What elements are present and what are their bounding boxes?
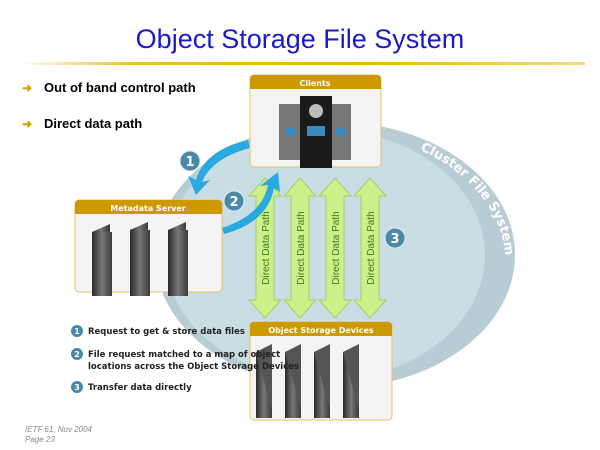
storage-device-icon xyxy=(314,344,330,418)
data-path-arrows: Direct Data Path Direct Data Path Direct… xyxy=(247,177,388,319)
svg-text:Clients: Clients xyxy=(299,79,330,88)
storage-device-icon xyxy=(256,344,272,418)
data-path-arrow: Direct Data Path xyxy=(352,177,388,319)
server-icon xyxy=(92,224,112,296)
svg-text:2: 2 xyxy=(229,195,238,210)
gold-swoosh-bullet-icon: ➜ xyxy=(22,116,33,131)
object-storage-devices-box: Object Storage Devices xyxy=(249,321,393,421)
bullet-text: Direct data path xyxy=(44,116,143,131)
data-path-arrow: Direct Data Path xyxy=(282,177,318,319)
svg-text:2: 2 xyxy=(74,350,80,359)
storage-device-icon xyxy=(343,344,359,418)
legend: 1 Request to get & store data files 2 File… xyxy=(71,325,299,393)
bullet-item: ➜ Out of band control path xyxy=(22,80,196,95)
svg-text:Direct Data Path: Direct Data Path xyxy=(366,211,377,284)
svg-text:3: 3 xyxy=(390,232,399,247)
svg-text:Direct Data Path: Direct Data Path xyxy=(296,211,307,284)
step-1: 1 xyxy=(179,150,201,172)
legend-item: 1 Request to get & store data files xyxy=(71,325,245,337)
bullet-text: Out of band control path xyxy=(44,80,196,95)
cluster-ellipse xyxy=(165,130,485,380)
title-underline xyxy=(20,62,585,65)
svg-text:Request to get & store data fi: Request to get & store data files xyxy=(88,327,245,337)
svg-text:Direct Data Path: Direct Data Path xyxy=(331,211,342,284)
svg-text:1: 1 xyxy=(185,155,194,170)
map-arrow xyxy=(222,172,280,234)
svg-text:Direct Data Path: Direct Data Path xyxy=(261,211,272,284)
svg-text:3: 3 xyxy=(74,383,80,392)
legend-item: 2 File request matched to a map of object… xyxy=(71,348,299,372)
step-3: 3 xyxy=(384,227,406,249)
svg-text:Metadata Server: Metadata Server xyxy=(110,204,186,213)
clients-box: Clients xyxy=(249,74,382,168)
request-arrow xyxy=(188,140,250,195)
legend-item: 3 Transfer data directly xyxy=(71,381,192,393)
metadata-server-box: Metadata Server xyxy=(74,199,223,296)
data-path-arrow: Direct Data Path xyxy=(317,177,353,319)
svg-text:Object Storage Devices: Object Storage Devices xyxy=(268,326,374,335)
svg-text:locations across the Object St: locations across the Object Storage Devi… xyxy=(88,362,299,372)
storage-device-icon xyxy=(285,344,301,418)
gold-swoosh-bullet-icon: ➜ xyxy=(22,80,33,95)
server-icon xyxy=(130,222,150,296)
step-2: 2 xyxy=(223,190,245,212)
svg-text:File request matched to a map: File request matched to a map of object xyxy=(88,350,280,360)
footer-page: Page 23 xyxy=(25,435,55,444)
slide-title: Object Storage File System xyxy=(135,24,465,54)
svg-text:1: 1 xyxy=(74,327,80,336)
footer-event: IETF 61, Nov 2004 xyxy=(25,425,92,434)
server-icon xyxy=(168,222,188,296)
svg-text:Transfer data directly: Transfer data directly xyxy=(88,383,192,393)
bullet-item: ➜ Direct data path xyxy=(22,116,142,131)
